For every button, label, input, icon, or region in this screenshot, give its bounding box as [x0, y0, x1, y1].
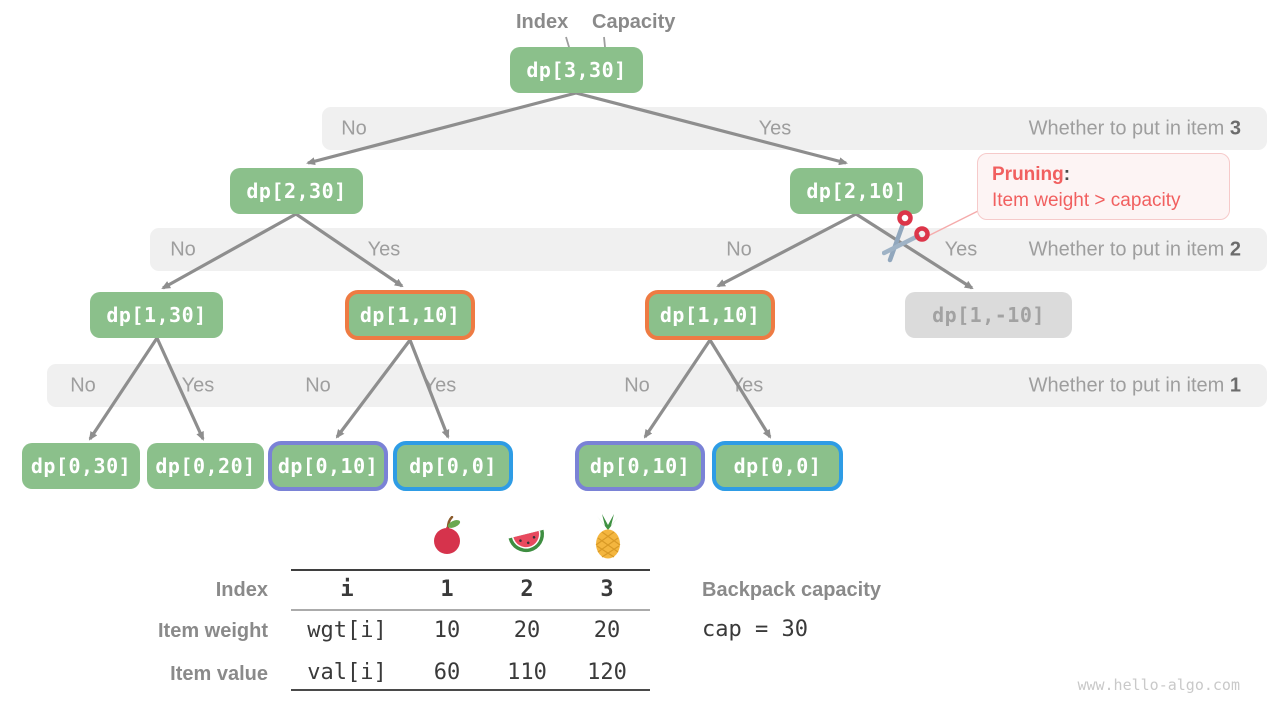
tree-node-dp-3-30: dp[3,30]: [510, 47, 643, 93]
bar-question: Whether to put in item 2: [1029, 238, 1241, 261]
tree-node-dp-0-30: dp[0,30]: [22, 443, 140, 489]
table-cell-value-2: 110: [507, 660, 547, 685]
table-cell-index-3: 3: [600, 577, 614, 602]
bar-question: Whether to put in item 3: [1029, 117, 1241, 140]
choice-no: No: [726, 238, 752, 260]
choice-no: No: [70, 374, 96, 396]
choice-yes: Yes: [730, 374, 764, 396]
tree-node-dp-1-neg10-pruned: dp[1,-10]: [905, 292, 1072, 338]
table-cell-value-3: 120: [587, 660, 627, 685]
table-cell-value-1: 60: [433, 660, 461, 685]
index-header-label: Index: [516, 11, 569, 33]
decision-bar-item-3: No Yes Whether to put in item 3: [322, 107, 1267, 150]
watermark: www.hello-algo.com: [1077, 676, 1240, 694]
table-cell-index-var: i: [340, 577, 354, 602]
question-item-number: 2: [1229, 238, 1241, 260]
table-cell-weight-1: 10: [433, 618, 461, 643]
pineapple-icon: [595, 514, 621, 559]
tree-node-dp-0-10-overlap: dp[0,10]: [268, 441, 388, 491]
table-cell-index-1: 1: [440, 577, 454, 602]
choice-no: No: [170, 238, 196, 260]
apple-icon: [434, 516, 461, 554]
row-header-value: Item value: [170, 663, 268, 685]
decision-bar-item-2: No Yes No Yes Whether to put in item 2: [150, 228, 1267, 271]
table-cell-value-var: val[i]: [307, 660, 387, 685]
question-text: Whether to put in item: [1028, 238, 1230, 260]
choice-no: No: [305, 374, 331, 396]
table-cell-weight-2: 20: [513, 618, 541, 643]
tree-node-dp-0-10-overlap: dp[0,10]: [575, 441, 705, 491]
choice-yes: Yes: [181, 374, 215, 396]
pruning-colon: :: [1063, 164, 1071, 185]
question-item-number: 3: [1229, 117, 1241, 139]
tree-node-dp-0-20: dp[0,20]: [147, 443, 264, 489]
choice-yes: Yes: [423, 374, 457, 396]
tree-node-dp-0-0-overlap: dp[0,0]: [712, 441, 843, 491]
choice-no: No: [624, 374, 650, 396]
scissors-icon: [882, 210, 930, 263]
question-text: Whether to put in item: [1028, 374, 1230, 396]
tree-node-dp-0-0-overlap: dp[0,0]: [393, 441, 513, 491]
watermelon-icon: [508, 529, 545, 553]
question-text: Whether to put in item: [1028, 117, 1230, 139]
decision-bar-item-1: No Yes No Yes No Yes Whether to put in i…: [47, 364, 1267, 407]
tree-node-dp-1-10-overlap: dp[1,10]: [645, 290, 775, 340]
row-header-weight: Item weight: [157, 620, 268, 642]
row-header-index: Index: [215, 579, 268, 601]
tree-node-dp-1-30: dp[1,30]: [90, 292, 223, 338]
choice-yes: Yes: [758, 117, 792, 139]
capacity-header-label: Capacity: [592, 11, 676, 33]
tree-node-dp-1-10-overlap: dp[1,10]: [345, 290, 475, 340]
pruning-reason: Item weight > capacity: [992, 190, 1181, 211]
choice-no: No: [341, 117, 367, 139]
tree-node-dp-2-30: dp[2,30]: [230, 168, 363, 214]
question-item-number: 1: [1229, 374, 1241, 396]
bar-question: Whether to put in item 1: [1029, 374, 1241, 397]
table-cell-weight-3: 20: [593, 618, 621, 643]
choice-yes: Yes: [944, 238, 978, 260]
choice-yes: Yes: [367, 238, 401, 260]
backpack-capacity-code: cap = 30: [702, 617, 808, 642]
table-cell-index-2: 2: [520, 577, 534, 602]
pruning-title: Pruning: [992, 164, 1064, 185]
pruning-callout: Pruning: Item weight > capacity: [977, 153, 1230, 220]
tree-node-dp-2-10: dp[2,10]: [790, 168, 923, 214]
backpack-capacity-label: Backpack capacity: [702, 579, 882, 601]
table-cell-weight-var: wgt[i]: [307, 618, 387, 643]
